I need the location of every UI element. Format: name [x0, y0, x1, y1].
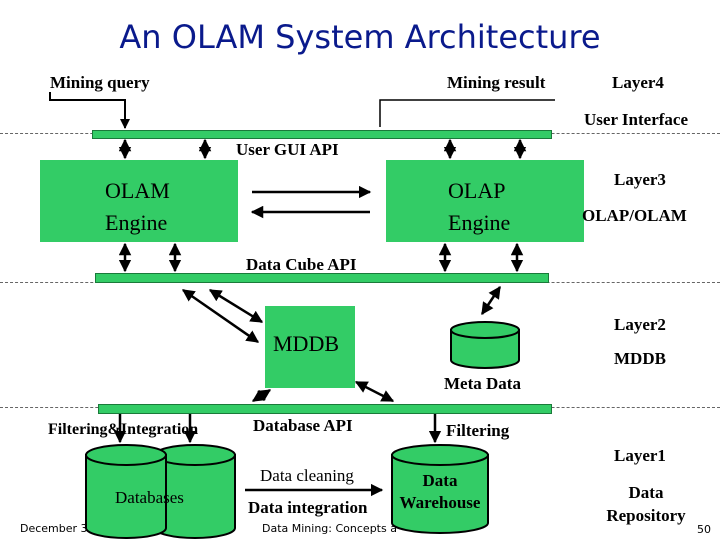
database-api-bar — [98, 404, 552, 414]
olap-engine-box — [386, 160, 584, 242]
page-number: 50 — [697, 523, 711, 536]
data-warehouse-cylinder — [391, 444, 489, 534]
database-api-label: Database API — [253, 416, 353, 435]
mddb-box — [265, 306, 355, 388]
mining-query-arrow — [49, 92, 130, 129]
footer-source: Data Mining: Concepts a — [262, 522, 397, 535]
mddb-layer-label: MDDB — [614, 349, 666, 368]
footer-date: December 3 — [20, 522, 88, 535]
meta-data-cylinder — [450, 321, 520, 369]
data-warehouse-label: Data Warehouse — [399, 471, 481, 512]
databases-label: Databases — [115, 488, 184, 507]
cube-mddb-arrow-2 — [208, 288, 264, 324]
mining-result-connector — [379, 99, 555, 127]
mining-query-label: Mining query — [50, 73, 150, 92]
meta-data-label: Meta Data — [444, 374, 521, 393]
mining-result-label: Mining result — [447, 73, 546, 92]
user-interface-label: User Interface — [584, 110, 689, 129]
data-cleaning-label: Data cleaning — [260, 466, 354, 485]
olam-engine-box — [40, 160, 238, 242]
filtering-label: Filtering — [446, 421, 510, 440]
user-gui-api-bar — [92, 130, 552, 139]
olap-engine-label: OLAP Engine — [448, 178, 511, 235]
page-title: An OLAM System Architecture — [119, 18, 601, 56]
olap-olam-label: OLAP/OLAM — [582, 206, 687, 225]
user-gui-api-label: User GUI API — [236, 140, 339, 159]
cube-metadata-arrow — [480, 285, 502, 316]
mddb-database-api-arrow-left — [251, 388, 272, 403]
layer4-label: Layer4 — [612, 73, 664, 92]
mddb-database-api-arrow-right — [354, 380, 395, 403]
mddb-box-label: MDDB — [273, 331, 340, 356]
filtering-integration-label: Filtering&Integration — [48, 421, 199, 438]
data-cube-api-bar — [95, 273, 549, 283]
database-cylinder-right — [154, 444, 236, 539]
layer2-label: Layer2 — [614, 315, 666, 334]
olam-engine-label: OLAM Engine — [105, 178, 170, 235]
layer1-label: Layer1 — [614, 446, 666, 465]
data-cube-api-label: Data Cube API — [246, 255, 357, 274]
database-cylinder-left — [85, 444, 167, 539]
data-integration-label: Data integration — [248, 498, 368, 517]
layer3-label: Layer3 — [614, 170, 666, 189]
data-repository-label: Data Repository — [606, 483, 686, 525]
